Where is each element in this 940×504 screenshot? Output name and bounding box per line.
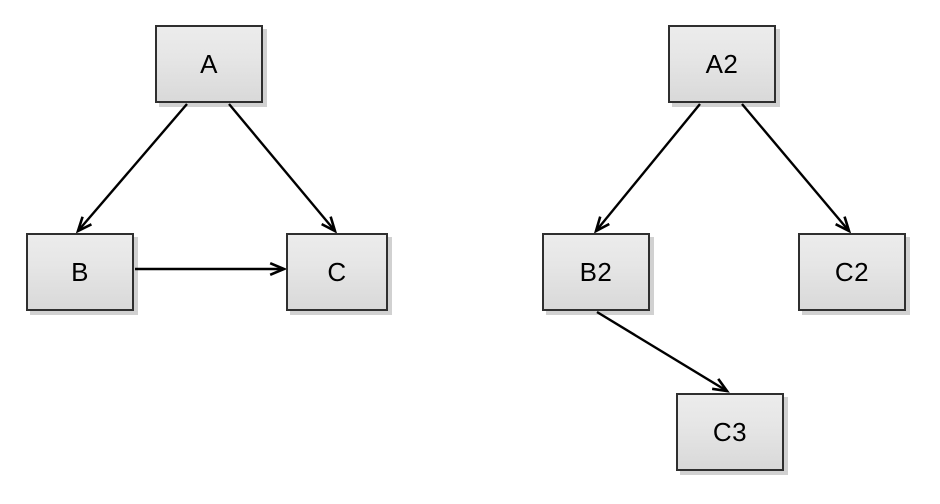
node-b[interactable]: B [26, 233, 134, 311]
arrowhead-icon [593, 216, 610, 234]
node-c2-label: C2 [834, 257, 870, 287]
node-c2[interactable]: C2 [798, 233, 906, 311]
node-c3-label: C3 [712, 417, 748, 447]
node-c3[interactable]: C3 [676, 393, 784, 471]
node-a[interactable]: A [155, 25, 263, 103]
edge-b-c [135, 261, 288, 277]
arrowhead-icon [321, 216, 338, 234]
node-b-label: B [71, 257, 89, 287]
node-a-label: A [200, 49, 218, 79]
edge-a2-c2 [741, 103, 852, 234]
arrowhead-icon [75, 216, 93, 234]
node-c-label: C [327, 257, 347, 287]
arrowhead-icon [711, 378, 730, 393]
edge-b2-c3 [596, 310, 730, 393]
node-c[interactable]: C [286, 233, 388, 311]
node-a2-label: A2 [705, 49, 739, 79]
edge-a2-b2 [593, 103, 701, 234]
arrowhead-icon [269, 261, 288, 277]
edge-a-b [75, 103, 188, 234]
node-b2-label: B2 [579, 257, 613, 287]
node-a2[interactable]: A2 [668, 25, 776, 103]
node-b2[interactable]: B2 [542, 233, 650, 311]
edge-a-c [228, 103, 338, 234]
arrowhead-icon [835, 216, 852, 234]
